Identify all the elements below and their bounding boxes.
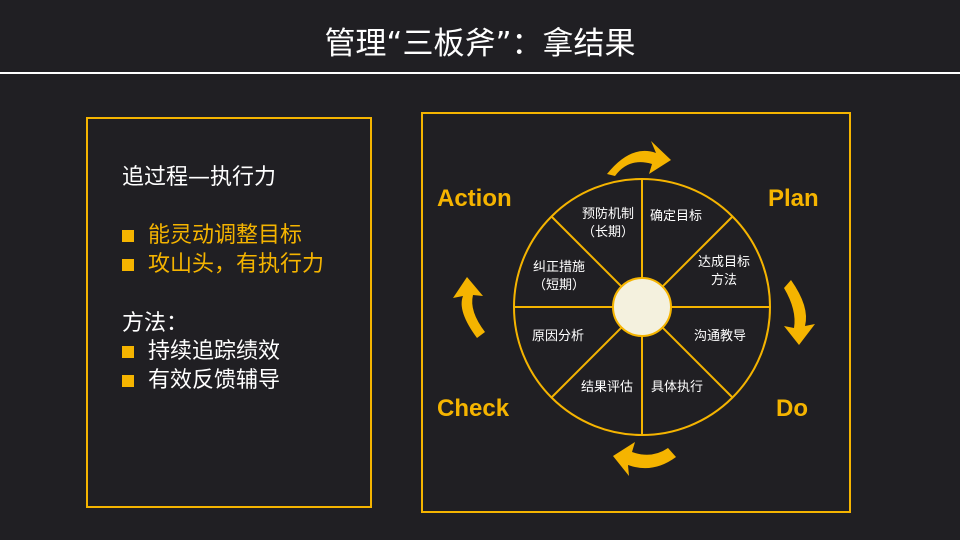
square-bullet-icon [122,345,134,358]
segment-line: 沟通教导 [693,329,747,344]
wheel-segment-label: 具体执行 [651,379,703,397]
wheel-segment-label: 预防机制 （长期） [582,206,634,242]
segment-line: （短期） [532,278,586,293]
segment-line: 具体执行 [650,380,704,395]
goal-item-text: 攻山头，有执行力 [148,252,325,277]
wheel-segment-label: 原因分析 [532,328,584,346]
title-divider [0,72,960,74]
cycle-arrows [453,141,815,476]
page-title: 管理“三板斧”：拿结果 [324,26,636,62]
goal-item-text: 能灵动调整目标 [148,223,303,248]
segment-line: 达成目标 [697,255,751,270]
plan-label: Plan [768,185,819,212]
segment-line: 原因分析 [531,329,585,344]
segment-line: （长期） [581,225,635,240]
pdca-panel: Action Plan Do Check 确定目标 达成目标 方法 沟通教导 具… [421,112,851,513]
methods-heading: 方法： [122,311,189,336]
execution-heading: 追过程—执行力 [122,165,277,190]
goal-item: 能灵动调整目标 [122,221,302,250]
square-bullet-icon [122,258,134,271]
goal-item: 攻山头，有执行力 [122,250,324,279]
curved-arrow-icon [784,280,815,345]
wheel-segment-label: 纠正措施 （短期） [533,259,585,295]
square-bullet-icon [122,374,134,387]
wheel-segment-label: 达成目标 方法 [698,254,750,290]
wheel-segment-label: 沟通教导 [694,328,746,346]
segment-line: 结果评估 [580,380,634,395]
square-bullet-icon [122,229,134,242]
action-label: Action [437,185,512,212]
wheel-segment-label: 结果评估 [581,379,633,397]
method-item: 持续追踪绩效 [122,337,280,366]
method-item-text: 持续追踪绩效 [148,339,281,364]
check-label: Check [437,395,510,422]
segment-line: 确定目标 [649,209,703,224]
do-label: Do [776,395,808,422]
segment-line: 纠正措施 [532,260,586,275]
segment-line: 预防机制 [581,207,635,222]
method-item: 有效反馈辅导 [122,366,280,395]
curved-arrow-icon [607,141,671,176]
method-item-text: 有效反馈辅导 [148,368,281,393]
curved-arrow-icon [613,442,676,476]
segment-line: 方法 [710,273,738,288]
wheel-segment-label: 确定目标 [650,208,702,226]
pdca-wheel [453,141,815,476]
execution-panel: 追过程—执行力 能灵动调整目标 攻山头，有执行力 方法： 持续追踪绩效 有效反馈… [86,117,372,508]
curved-arrow-icon [453,277,485,338]
wheel-hub [612,277,672,337]
